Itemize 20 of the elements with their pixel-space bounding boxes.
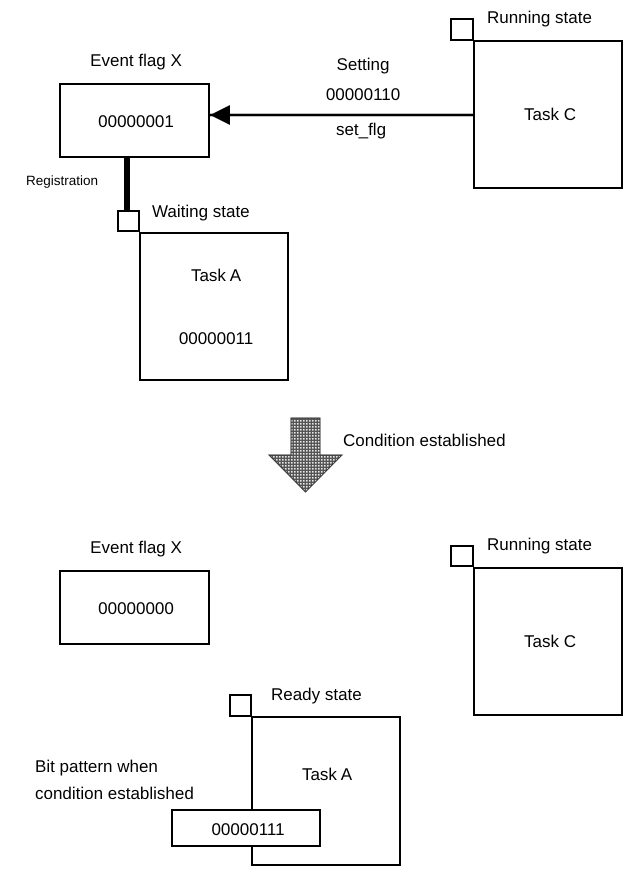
box-heading: Event flag X: [89, 537, 183, 559]
bit-pattern: 00000011: [178, 328, 254, 350]
bit-pattern: 00000111: [210, 819, 286, 841]
state-label: Waiting state: [152, 201, 250, 223]
box-heading: Event flag X: [89, 50, 183, 72]
bit-pattern: 00000000: [97, 598, 175, 620]
task-name: Task A: [190, 265, 242, 287]
task-box: [473, 40, 623, 189]
box-heading: Bit pattern when condition established: [35, 756, 195, 805]
registration-line: [124, 158, 130, 210]
task-name: Task C: [523, 104, 577, 126]
bit-pattern: 00000001: [97, 111, 175, 133]
task-name: Task A: [300, 764, 354, 786]
state-label: Running state: [487, 534, 592, 556]
task-name: Task C: [523, 631, 577, 653]
state-label: Running state: [487, 7, 592, 29]
task-box: [139, 232, 289, 381]
task-box: [473, 567, 623, 716]
state-label: Ready state: [271, 684, 362, 706]
arrow: [210, 105, 473, 125]
